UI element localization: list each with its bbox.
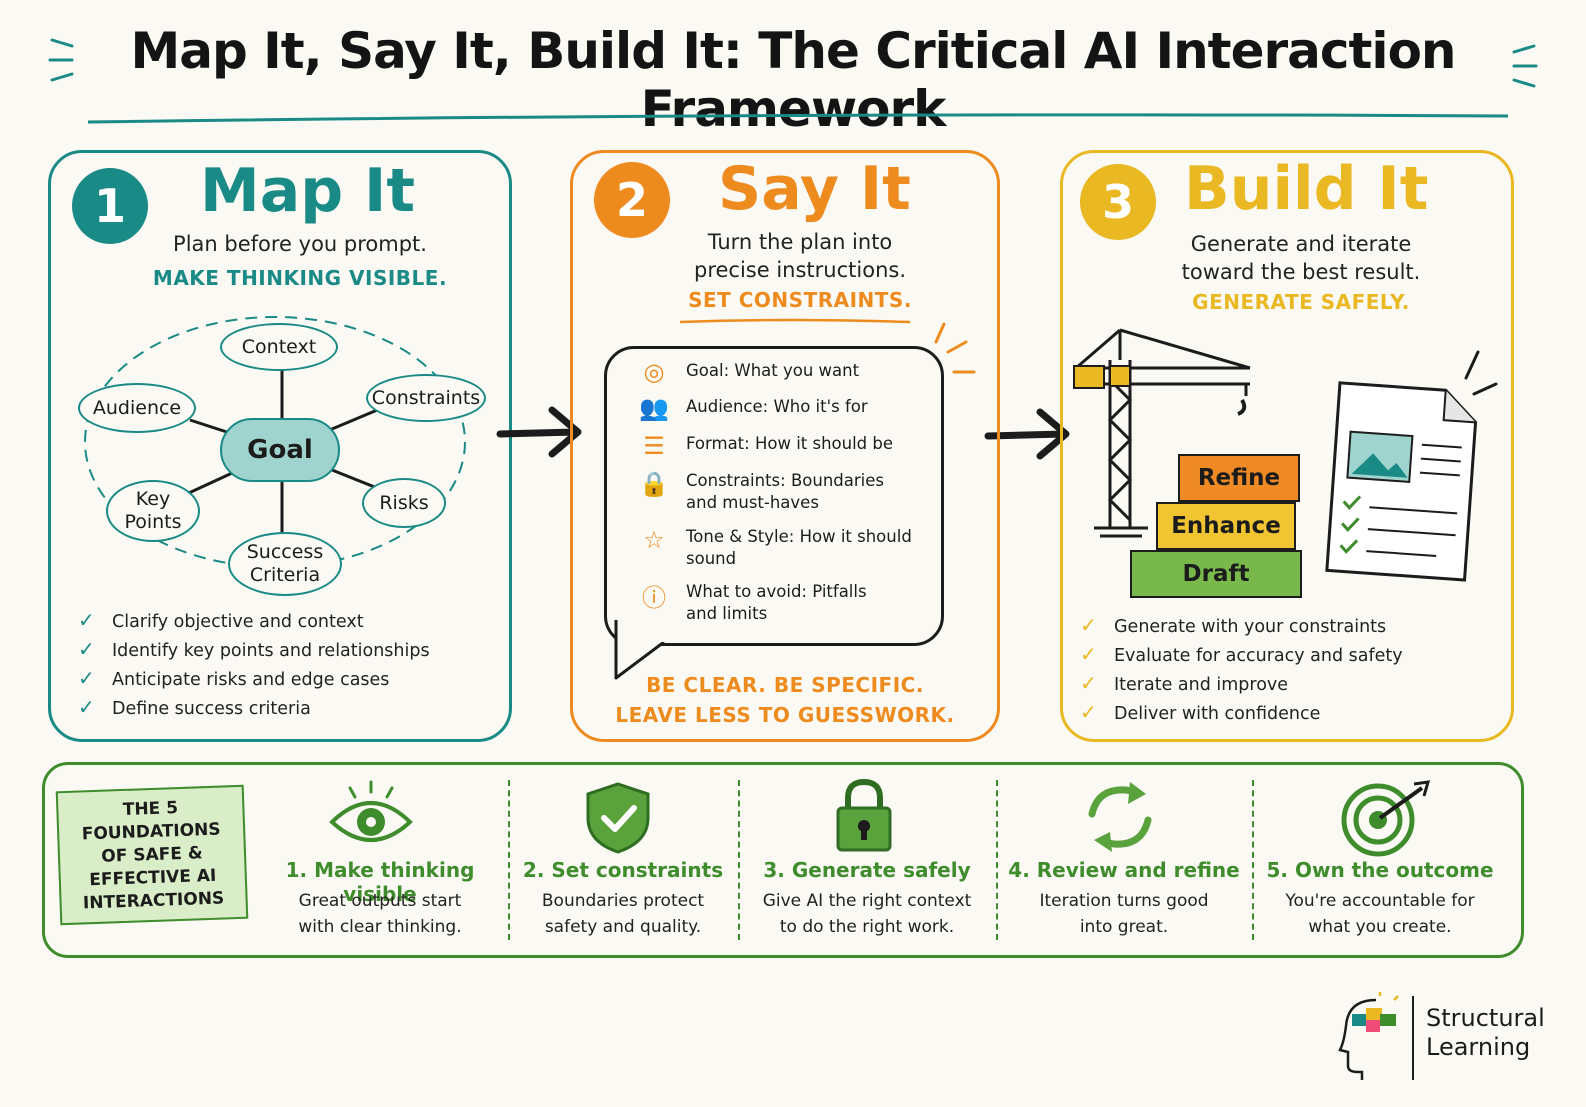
people-icon: 👥 <box>639 394 669 422</box>
bubble-item-avoid: What to avoid: Pitfalls and limits <box>686 582 867 623</box>
step-tagline-say-it: SET CONSTRAINTS. <box>688 288 912 312</box>
map-it-checklist: ✓Clarify objective and context ✓Identify… <box>78 606 430 722</box>
mindmap-node-audience: Audience <box>78 383 196 433</box>
check-icon: ✓ <box>1080 642 1097 666</box>
list-item: ✓Iterate and improve <box>1080 669 1403 698</box>
crane-and-document-illustration <box>1073 328 1498 582</box>
check-icon: ✓ <box>78 666 95 690</box>
foundation-heading-3: 3. Generate safely <box>763 858 971 882</box>
mindmap-node-constraints: Constraints <box>366 374 486 422</box>
bubble-item-tone: Tone & Style: How it should sound <box>686 527 912 568</box>
step-heading-build-it: Build It <box>1184 154 1429 224</box>
list-item: ✓Identify key points and relationships <box>78 635 430 664</box>
list-icon: ☰ <box>643 432 665 460</box>
arrow-right-icon <box>984 408 1070 460</box>
brand-divider <box>1412 996 1414 1080</box>
question-icon: ⓘ <box>642 584 666 612</box>
brand-logo-icon <box>1338 992 1399 1080</box>
list-item: ✓Evaluate for accuracy and safety <box>1080 640 1403 669</box>
tagline-underline <box>679 318 911 324</box>
step-heading-map-it: Map It <box>200 156 416 226</box>
check-icon: ✓ <box>1080 613 1097 637</box>
padlock-icon <box>836 778 892 852</box>
foundations-badge: THE 5 FOUNDATIONS OF SAFE & EFFECTIVE AI… <box>55 784 249 926</box>
mindmap-node-key-points: Key Points <box>106 480 200 542</box>
title-decoration <box>48 38 1538 124</box>
list-item: ✓Clarify objective and context <box>78 606 430 635</box>
panel-map-it <box>48 150 512 742</box>
shield-check-icon <box>586 782 650 854</box>
panel-say-it <box>570 150 1000 742</box>
step-number-3: 3 <box>1080 164 1156 240</box>
foundation-text-3: Give AI the right context to do the righ… <box>762 891 972 937</box>
star-icon: ☆ <box>643 526 665 554</box>
success-line1: Success <box>246 541 324 563</box>
bubble-item-constraints: Constraints: Boundaries and must-haves <box>686 471 884 512</box>
foundation-heading-1: 1. Make thinking visible <box>285 858 475 906</box>
lock-icon: 🔒 <box>639 470 669 498</box>
mindmap-node-success-criteria: Success Criteria <box>228 532 342 596</box>
brand-name: Structural Learning <box>1426 1004 1545 1061</box>
step-tagline-build-it: GENERATE SAFELY. <box>1192 290 1410 314</box>
step-number-2: 2 <box>594 162 670 238</box>
mindmap-node-context: Context <box>220 323 338 371</box>
check-icon: ✓ <box>1080 671 1097 695</box>
list-item: ✓Define success criteria <box>78 693 430 722</box>
divider <box>508 780 510 940</box>
refresh-cycle-icon <box>1088 782 1152 852</box>
step-heading-say-it: Say It <box>718 154 911 224</box>
bubble-item-format: Format: How it should be <box>686 434 894 453</box>
foundation-heading-4: 4. Review and refine <box>1008 858 1240 882</box>
target-arrow-icon <box>1341 780 1431 857</box>
speech-bubble-tail <box>614 620 679 680</box>
list-item: ✓Generate with your constraints <box>1080 611 1403 640</box>
step-number-1: 1 <box>72 168 148 244</box>
key-points-line1: Key <box>135 488 171 510</box>
build-it-checklist: ✓Generate with your constraints ✓Evaluat… <box>1080 611 1403 727</box>
say-it-footer: BE CLEAR. BE SPECIFIC. LEAVE LESS TO GUE… <box>615 673 955 727</box>
block-refine: Refine <box>1178 454 1300 502</box>
block-draft: Draft <box>1130 550 1302 598</box>
bubble-item-goal: Goal: What you want <box>686 361 860 380</box>
foundation-text-4: Iteration turns good into great. <box>1039 891 1209 937</box>
list-item: ✓Anticipate risks and edge cases <box>78 664 430 693</box>
foundation-text-2: Boundaries protect safety and quality. <box>541 891 705 937</box>
list-item: ✓Deliver with confidence <box>1080 698 1403 727</box>
sparkle-icon <box>934 322 976 374</box>
step-tagline-map-it: MAKE THINKING VISIBLE. <box>152 266 448 290</box>
mindmap-node-goal: Goal <box>220 418 340 482</box>
step-subtitle-say-it: Turn the plan into precise instructions. <box>694 230 906 282</box>
arrow-right-icon <box>496 406 582 458</box>
eye-icon <box>329 780 413 842</box>
check-icon: ✓ <box>78 637 95 661</box>
step-subtitle-map-it: Plan before you prompt. <box>173 232 427 256</box>
divider <box>996 780 998 940</box>
mindmap-node-risks: Risks <box>362 478 446 528</box>
panel-build-it <box>1060 150 1514 742</box>
check-icon: ✓ <box>78 695 95 719</box>
check-icon: ✓ <box>78 608 95 632</box>
target-icon: ◎ <box>643 358 665 386</box>
foundation-text-5: You're accountable for what you create. <box>1285 891 1475 937</box>
key-points-line2: Points <box>124 511 182 533</box>
instruction-speech-bubble <box>604 346 944 646</box>
divider <box>1252 780 1254 940</box>
page-title: Map It, Say It, Build It: The Critical A… <box>130 22 1456 138</box>
check-icon: ✓ <box>1080 700 1097 724</box>
foundations-strip <box>42 762 1524 958</box>
block-enhance: Enhance <box>1156 502 1296 550</box>
foundation-text-1: Great outputs start with clear thinking. <box>298 891 462 937</box>
success-line2: Criteria <box>249 564 321 586</box>
step-subtitle-build-it: Generate and iterate toward the best res… <box>1181 232 1421 284</box>
foundation-heading-2: 2. Set constraints <box>522 858 724 882</box>
foundation-heading-5: 5. Own the outcome <box>1266 858 1494 882</box>
bubble-item-audience: Audience: Who it's for <box>686 397 868 416</box>
divider <box>738 780 740 940</box>
